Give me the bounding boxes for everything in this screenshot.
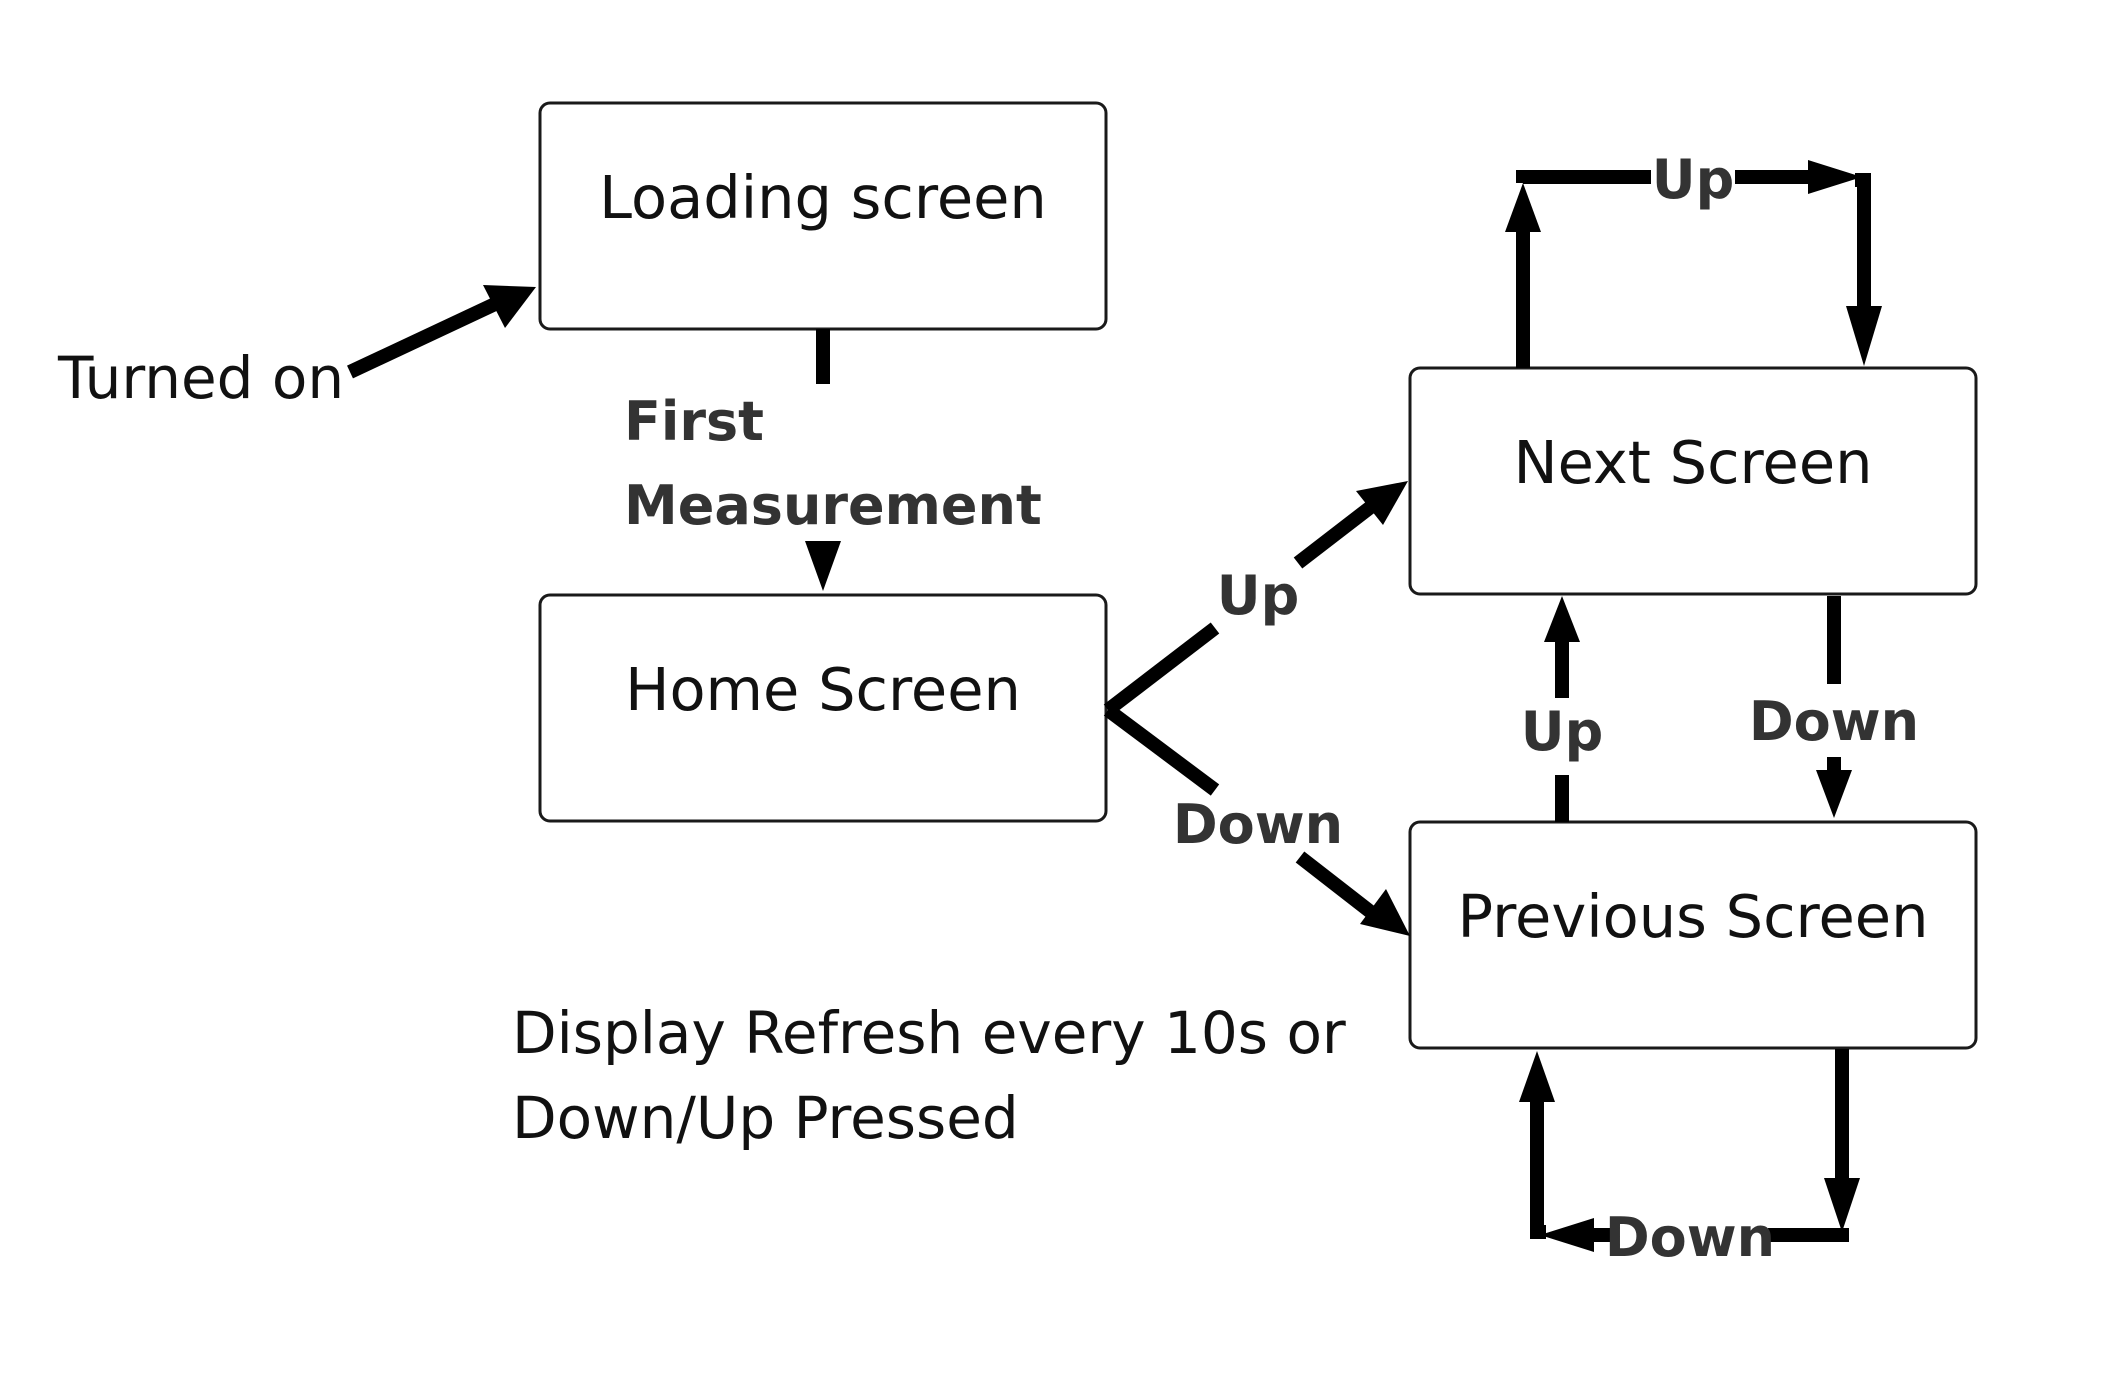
edge-home-to-previous-arrowhead: [1360, 889, 1410, 936]
node-previous-label: Previous Screen: [1458, 882, 1929, 951]
edge-first-measurement-label-line1: First: [624, 390, 764, 453]
edge-first-measurement-arrowhead: [805, 541, 841, 591]
edge-previous-loop-left-line: [1530, 1100, 1546, 1239]
refresh-note-line2: Down/Up Pressed: [512, 1084, 1019, 1152]
node-loading-label: Loading screen: [599, 163, 1047, 232]
node-home-label: Home Screen: [625, 655, 1021, 724]
edge-previous-loop-label: Down: [1605, 1206, 1775, 1269]
edge-home-to-next: Up: [1103, 481, 1408, 716]
edge-previous-loop-down-arrowhead: [1824, 1178, 1860, 1232]
edge-next-loop-up-arrowhead: [1505, 183, 1541, 232]
edge-home-to-next-arrowhead: [1356, 481, 1408, 525]
edge-first-measurement: First Measurement: [624, 329, 1042, 591]
edge-home-to-previous-line-a: [1103, 704, 1220, 796]
edge-home-to-previous-line-b: [1295, 851, 1377, 919]
node-next-screen: Next Screen: [1408, 366, 1978, 596]
edge-next-to-previous-arrowhead: [1816, 770, 1852, 818]
edge-home-to-previous: Down: [1103, 704, 1410, 936]
refresh-note-line1: Display Refresh every 10s or: [512, 999, 1346, 1067]
node-previous-screen: Previous Screen: [1408, 820, 1978, 1050]
edge-next-loop-down-arrowhead: [1846, 306, 1882, 366]
edge-turned-on-arrowhead: [483, 285, 536, 328]
edge-previous-to-next-label: Up: [1521, 700, 1604, 763]
edge-previous-loop-bottom-line-a: [1768, 1228, 1849, 1242]
edge-next-loop-right-arrowhead: [1808, 160, 1862, 194]
refresh-note: Display Refresh every 10s or Down/Up Pre…: [512, 999, 1346, 1152]
edge-next-loop-right-line: [1855, 173, 1871, 308]
edge-previous-to-next-arrowhead: [1544, 596, 1580, 642]
edge-turned-on: Turned on: [57, 285, 536, 412]
edge-home-to-next-line-b: [1293, 500, 1377, 569]
edge-turned-on-line: [347, 297, 498, 379]
edge-first-measurement-label-line2: Measurement: [624, 474, 1042, 537]
edge-next-loop-top-line-a: [1516, 170, 1651, 184]
edge-previous-loop-up-arrowhead: [1519, 1051, 1555, 1102]
edge-next-to-previous: Down: [1749, 596, 1919, 818]
edge-previous-loop-left-arrowhead: [1540, 1218, 1594, 1252]
node-loading-screen: Loading screen: [538, 101, 1108, 331]
edge-next-self-loop: Up: [1505, 148, 1882, 368]
node-home-screen: Home Screen: [538, 593, 1108, 823]
edge-turned-on-label: Turned on: [57, 344, 344, 412]
node-previous-box: [1408, 820, 1978, 1050]
node-home-box: [538, 593, 1108, 823]
edge-previous-to-next: Up: [1521, 596, 1604, 822]
edge-home-to-previous-label: Down: [1173, 793, 1343, 856]
edge-next-loop-label: Up: [1652, 148, 1735, 211]
edge-home-to-next-line-a: [1103, 622, 1220, 716]
node-next-label: Next Screen: [1513, 428, 1872, 497]
edge-home-to-next-label: Up: [1217, 564, 1300, 627]
edge-previous-self-loop: Down: [1519, 1049, 1860, 1269]
edge-next-to-previous-label: Down: [1749, 690, 1919, 753]
node-next-box: [1408, 366, 1978, 596]
